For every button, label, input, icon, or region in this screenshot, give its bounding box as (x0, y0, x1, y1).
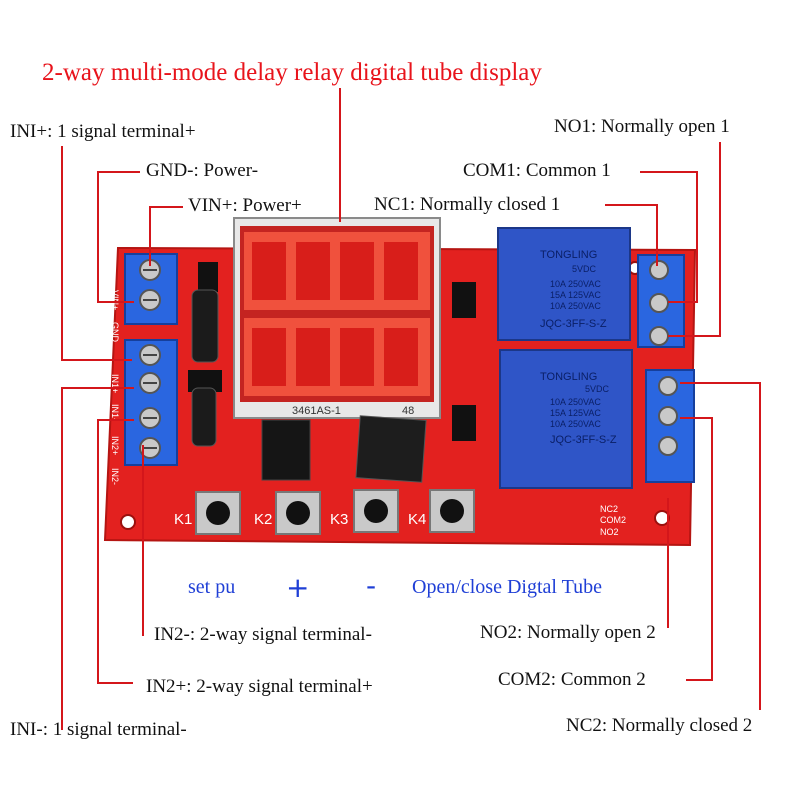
label-vin: VIN+: Power+ (188, 195, 302, 216)
right-pin-labels: NC2 COM2 NO2 (600, 504, 626, 537)
relay-rating: 10A 250VAC (550, 301, 601, 311)
label-ini-plus: INI+: 1 signal terminal+ (10, 121, 196, 142)
label-no1: NO1: Normally open 1 (554, 116, 730, 137)
caption-display-toggle: Open/close Digtal Tube (412, 576, 602, 598)
capacitor (191, 387, 217, 447)
pin-label: IN2- (110, 468, 120, 485)
label-nc1: NC1: Normally closed 1 (374, 194, 561, 215)
label-gnd: GND-: Power- (146, 160, 259, 181)
optocoupler-chip (261, 419, 311, 481)
right-terminal-block-relay1 (637, 254, 685, 348)
relay-rating: 10A 250VAC (550, 419, 601, 429)
pin-label: GND (110, 322, 120, 343)
left-terminal-block-inputs (124, 339, 178, 466)
transistor (198, 262, 218, 292)
relay-model: JQC-3FF-S-Z (550, 434, 617, 446)
relay-rating: 10A 250VAC (550, 397, 601, 407)
caption-minus: - (366, 569, 377, 602)
relay-model: JQC-3FF-S-Z (540, 318, 607, 330)
mount-hole (654, 510, 670, 526)
pin-label: IN2+ (110, 436, 120, 455)
transistor (452, 405, 476, 441)
relay-voltage: 5VDC (572, 264, 597, 274)
label-in2-minus: IN2-: 2-way signal terminal- (154, 624, 372, 645)
relay-rating: 10A 250VAC (550, 279, 601, 289)
push-button-k1[interactable]: K1 (174, 491, 241, 535)
label-in2-plus: IN2+: 2-way signal terminal+ (146, 676, 373, 697)
capacitor (191, 289, 219, 363)
key-label: K1 (174, 511, 192, 528)
pin-label: NC2 (600, 504, 618, 514)
label-com1: COM1: Common 1 (463, 160, 611, 181)
right-terminal-block-relay2 (645, 369, 695, 483)
label-ini-minus: INI-: 1 signal terminal- (10, 719, 187, 740)
pin-label: IN1+ (110, 374, 120, 393)
push-button-k4[interactable]: K4 (408, 489, 475, 533)
label-nc2: NC2: Normally closed 2 (566, 715, 753, 736)
relay-rating: 15A 125VAC (550, 408, 601, 418)
transistor (452, 282, 476, 318)
relay-rating: 15A 125VAC (550, 290, 601, 300)
pin-label: COM2 (600, 515, 626, 525)
push-button-k3[interactable]: K3 (330, 489, 399, 533)
relay-brand: TONGLING (540, 371, 597, 383)
inductor (188, 370, 222, 392)
microcontroller-chip (355, 415, 427, 483)
left-pin-labels: VIN+ GND IN1+ IN1- IN2+ IN2- (110, 290, 120, 485)
key-label: K2 (254, 511, 272, 528)
relay-brand: TONGLING (540, 249, 597, 261)
pin-label: IN1- (110, 404, 120, 421)
pin-label: VIN+ (110, 290, 120, 310)
page-title: 2-way multi-mode delay relay digital tub… (42, 59, 542, 86)
label-com2: COM2: Common 2 (498, 669, 646, 690)
key-label: K3 (330, 511, 348, 528)
label-no2: NO2: Normally open 2 (480, 622, 656, 643)
mount-hole (120, 514, 136, 530)
pin-label: NO2 (600, 527, 619, 537)
relay-2: TONGLING 5VDC 10A 250VAC 15A 125VAC 10A … (499, 349, 633, 489)
digital-tube-display: 3461AS-1 48 (233, 217, 441, 419)
push-button-k2[interactable]: K2 (254, 491, 321, 535)
caption-set: set pu (188, 576, 236, 598)
display-part-number: 3461AS-1 (292, 405, 341, 417)
caption-plus: + (286, 571, 310, 604)
relay-voltage: 5VDC (585, 384, 610, 394)
relay-1: TONGLING 5VDC 10A 250VAC 15A 125VAC 10A … (497, 227, 631, 341)
display-code: 48 (402, 405, 414, 417)
key-label: K4 (408, 511, 426, 528)
callout-lines (61, 88, 761, 730)
